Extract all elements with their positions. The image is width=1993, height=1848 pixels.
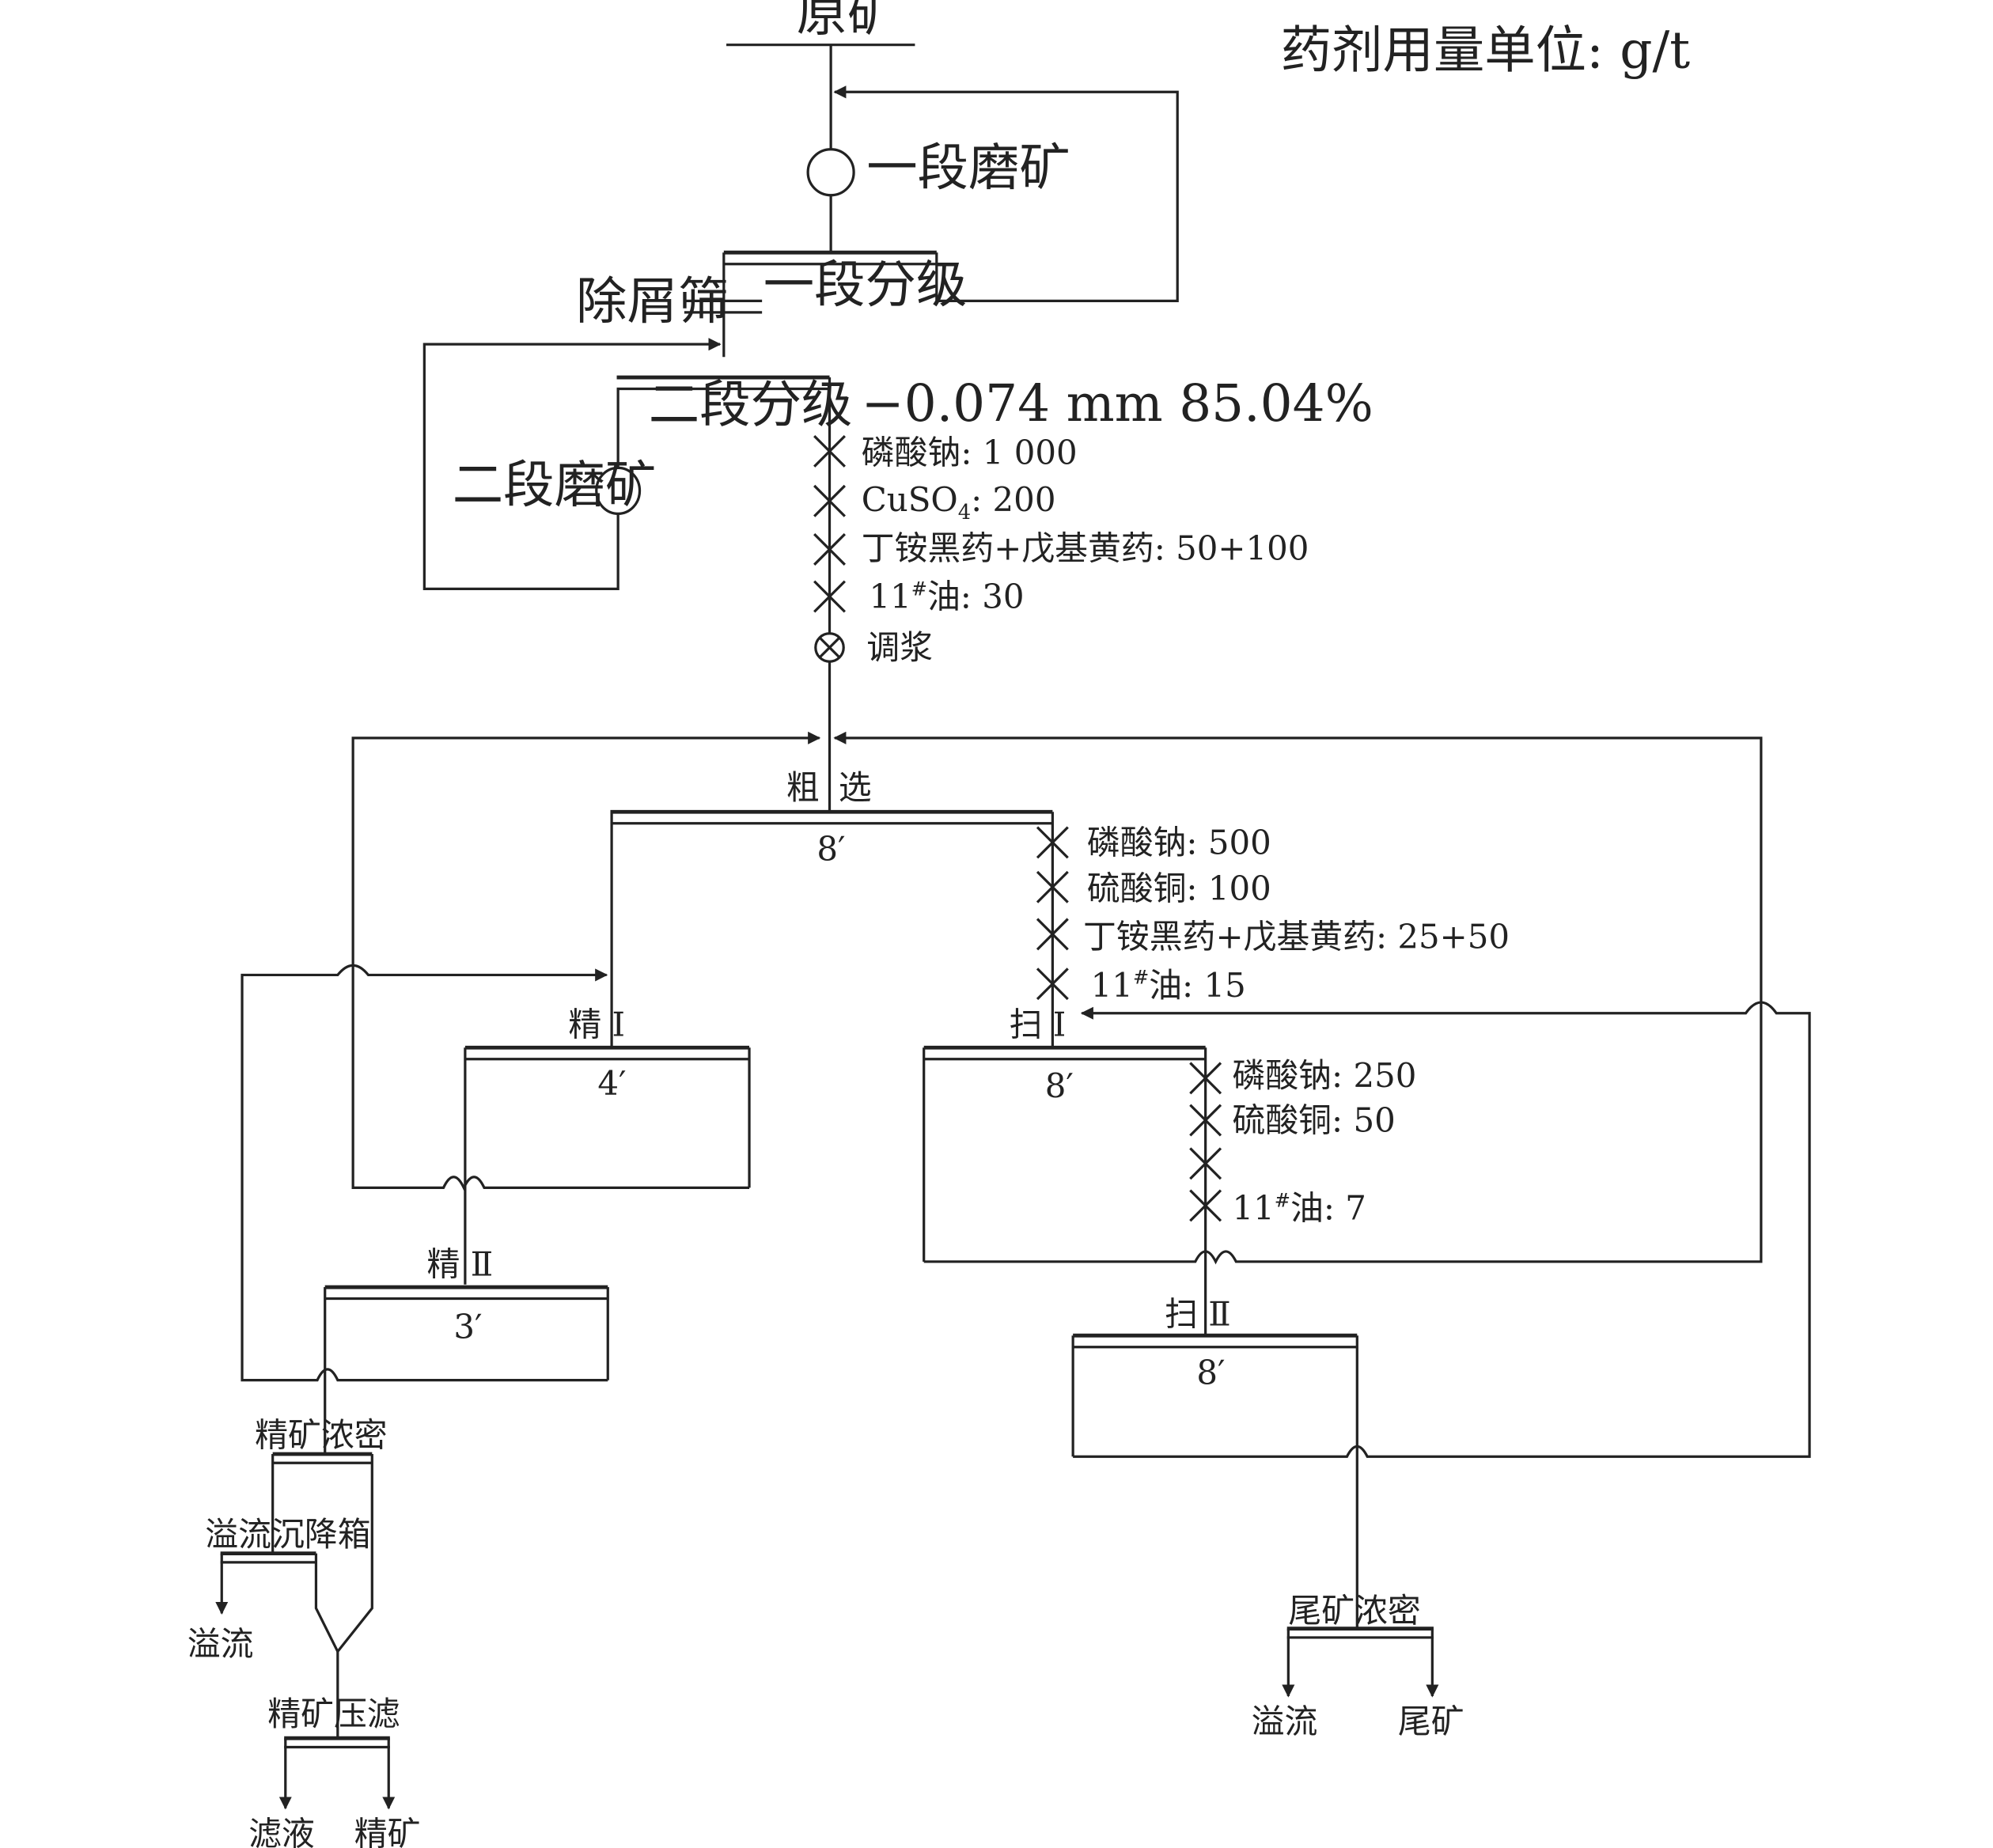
scavenger1-time: 8′ <box>1045 1066 1074 1105</box>
scavenger2-concentrate-return-line <box>1073 1001 1811 1458</box>
reagent-add-icon <box>1036 870 1069 903</box>
concentrate-label: 精矿 <box>354 1814 421 1848</box>
reagent-add-icon <box>813 434 846 468</box>
cleaner1-tailing-return-line <box>351 731 821 1191</box>
rougher-time: 8′ <box>817 829 845 868</box>
raw-ore-label: 原矿 <box>797 0 899 44</box>
conc-thickener-label: 精矿浓密 <box>255 1415 387 1454</box>
tailings-label: 尾矿 <box>1398 1702 1464 1741</box>
conc-filter-label: 精矿压滤 <box>267 1695 400 1733</box>
trash-screen-label: 除屑筛 <box>576 272 729 331</box>
cleaner2-label: 精 Ⅱ <box>427 1245 494 1284</box>
scav2-reagent-3: 11#油: 7 <box>1232 1189 1366 1228</box>
scavenger1-label: 扫 Ⅰ <box>1010 1005 1067 1044</box>
rougher-label-right: 选 <box>839 768 872 807</box>
filtrate-label: 滤液 <box>248 1814 315 1848</box>
scav1-reagent-1: 磷酸钠: 500 <box>1087 823 1271 862</box>
scav2-reagent-2: 硫酸铜: 50 <box>1232 1101 1395 1140</box>
rougher-reagent-4: 11#油: 30 <box>869 578 1024 616</box>
reagent-add-icon <box>1189 1189 1222 1222</box>
rougher-reagent-1: 磷酸钠: 1 000 <box>862 434 1078 472</box>
scav1-reagent-4: 11#油: 15 <box>1091 966 1246 1005</box>
conditioner-icon <box>814 632 845 663</box>
grinding2-label: 二段磨矿 <box>453 456 657 515</box>
rougher-reagent-2: CuSO4: 200 <box>862 480 1056 524</box>
grinding1-mill-icon <box>806 148 855 197</box>
reagent-add-icon <box>1036 826 1069 859</box>
labels: 药剂用量单位: g/t 原矿 一段磨矿 一段分级 除屑筛 二段分级 二段磨矿 −… <box>188 0 1690 1848</box>
scav2-reagent-1: 磷酸钠: 250 <box>1232 1056 1416 1095</box>
scavenger2-label: 扫 Ⅱ <box>1165 1294 1231 1333</box>
reagent-add-icon <box>813 484 846 517</box>
classify1-recycle-line <box>833 85 1179 303</box>
classify2-label: 二段分级 <box>649 375 853 434</box>
reagent-add-icon <box>813 533 846 566</box>
tail-thickener-label: 尾矿浓密 <box>1288 1592 1420 1630</box>
cleaner1-time: 4′ <box>597 1064 626 1103</box>
reagent-add-icon <box>1036 968 1069 1001</box>
grinding2-loop-line <box>422 338 722 591</box>
reagent-add-icon <box>1189 1147 1222 1180</box>
reagent-add-icon <box>1036 918 1069 951</box>
overflow-right-label: 溢流 <box>1252 1702 1318 1741</box>
reagent-add-icon <box>1189 1062 1222 1095</box>
rougher-label-left: 粗 <box>786 768 820 807</box>
overflow-left-label: 溢流 <box>188 1624 254 1663</box>
scav1-reagent-2: 硫酸铜: 100 <box>1087 869 1271 907</box>
classify1-label: 一段分级 <box>763 256 968 315</box>
cleaner2-time: 3′ <box>453 1307 482 1346</box>
reagent-add-icon <box>1189 1104 1222 1137</box>
scavenger1-concentrate-return-line <box>833 731 1763 1265</box>
grinding2-mill-icon <box>595 466 642 515</box>
rougher-reagent-3: 丁铵黑药+戊基黄药: 50+100 <box>862 528 1309 567</box>
unit-note: 药剂用量单位: g/t <box>1281 21 1691 81</box>
reagent-add-icons <box>813 434 1222 1222</box>
conc-thickener-underflow-line <box>336 1454 373 1653</box>
fineness-label: −0.074 mm 85.04% <box>862 374 1374 434</box>
reagent-add-icon <box>813 580 846 613</box>
cleaner1-label: 精 Ⅰ <box>568 1005 625 1044</box>
settler-cone <box>314 1553 339 1653</box>
conditioning-label: 调浆 <box>866 628 933 667</box>
flow-lines <box>215 44 1811 1810</box>
grinding1-label: 一段磨矿 <box>866 138 1070 198</box>
cleaner2-tailing-return-line <box>241 964 608 1382</box>
scav1-reagent-3: 丁铵黑药+戊基黄药: 25+50 <box>1083 918 1510 956</box>
scavenger2-time: 8′ <box>1196 1353 1225 1392</box>
overflow-settler-label: 溢流沉降箱 <box>205 1515 370 1554</box>
